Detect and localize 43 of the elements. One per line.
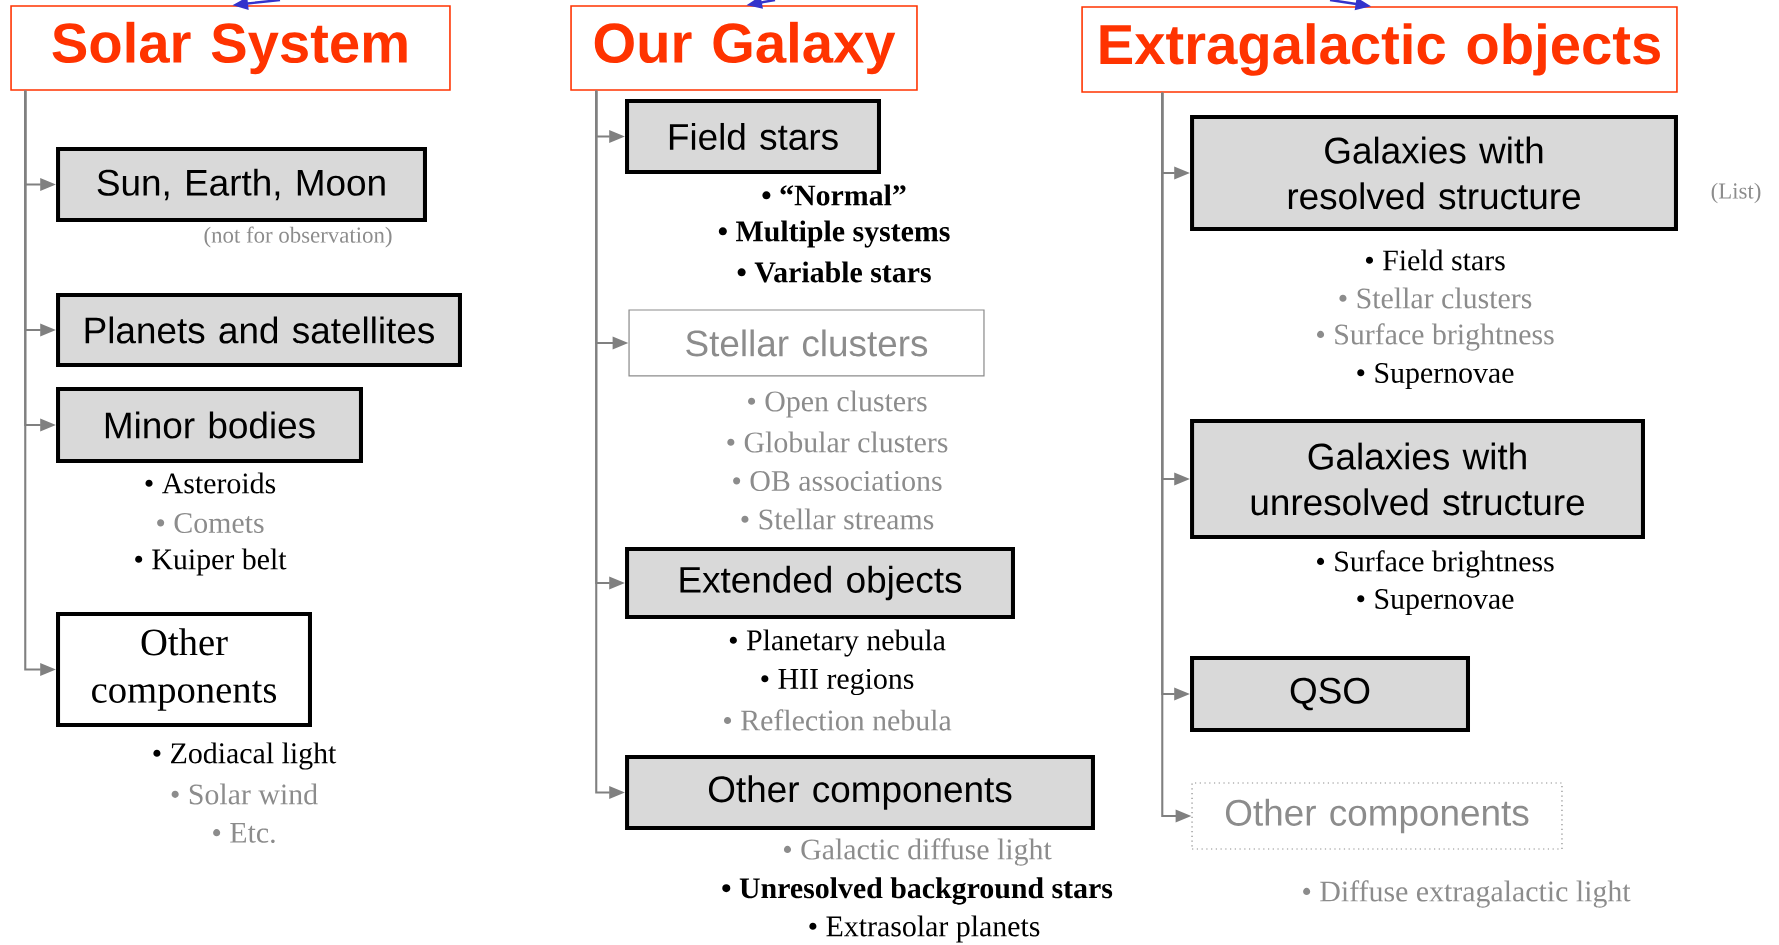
bullet-item: • Reflection nebula bbox=[724, 709, 952, 731]
bullet-item: • Kuiper belt bbox=[135, 548, 287, 576]
bullet-item: • Multiple systems bbox=[718, 220, 950, 248]
bullet-item: • Comets bbox=[157, 512, 264, 534]
bullet-item: • “Normal” bbox=[762, 184, 906, 206]
bullet-item: • Etc. bbox=[213, 823, 275, 843]
bullet-item: • HII regions bbox=[761, 668, 914, 696]
bullet-item: • Unresolved background stars bbox=[722, 877, 1113, 905]
bullet-item: • Supernovae bbox=[1357, 362, 1514, 390]
category-box: Extended objects bbox=[625, 547, 1015, 619]
bullet-item: • Open clusters bbox=[748, 390, 927, 418]
title-box: Solar System bbox=[10, 5, 451, 91]
bullet-item: • Surface brightness bbox=[1317, 323, 1554, 351]
title-box: Extragalactic objects bbox=[1081, 6, 1678, 93]
bullet-item: • Zodiacal light bbox=[153, 742, 337, 770]
category-box: Planets and satellites bbox=[56, 293, 462, 367]
bullet-item: • Galactic diffuse light bbox=[783, 838, 1052, 866]
category-box: Other components bbox=[625, 755, 1095, 830]
dotted-box: Other components bbox=[1191, 782, 1563, 850]
category-box: Minor bodies bbox=[56, 387, 363, 463]
bullet-item: • OB associations bbox=[733, 470, 942, 492]
bullet-item: • Planetary nebula bbox=[729, 629, 946, 657]
bullet-item: • Extrasolar planets bbox=[809, 915, 1040, 943]
note-text: (List) bbox=[1711, 182, 1761, 204]
category-box: Stellar clusters bbox=[628, 309, 985, 377]
bullet-item: • Field stars bbox=[1365, 249, 1505, 271]
category-box: Other components bbox=[56, 612, 312, 727]
category-box: Field stars bbox=[625, 99, 881, 174]
category-box: Galaxies with unresolved structure bbox=[1190, 419, 1645, 539]
bullet-item: • Supernovae bbox=[1357, 588, 1514, 616]
bullet-item: • Variable stars bbox=[737, 261, 931, 283]
bullet-item: • Stellar streams bbox=[741, 508, 934, 530]
category-box: Sun, Earth, Moon bbox=[56, 147, 427, 222]
bullet-item: • Globular clusters bbox=[727, 431, 948, 453]
title-box: Our Galaxy bbox=[570, 5, 918, 91]
bullet-item: • Surface brightness bbox=[1317, 550, 1554, 578]
bullet-item: • Stellar clusters bbox=[1339, 287, 1532, 309]
bullet-item: • Diffuse extragalactic light bbox=[1303, 880, 1631, 908]
category-box: QSO bbox=[1190, 656, 1470, 732]
bullet-item: • Solar wind bbox=[171, 783, 318, 805]
note-text: (not for observation) bbox=[204, 226, 392, 248]
category-box: Galaxies with resolved structure bbox=[1190, 115, 1678, 231]
bullet-item: • Asteroids bbox=[145, 472, 276, 494]
